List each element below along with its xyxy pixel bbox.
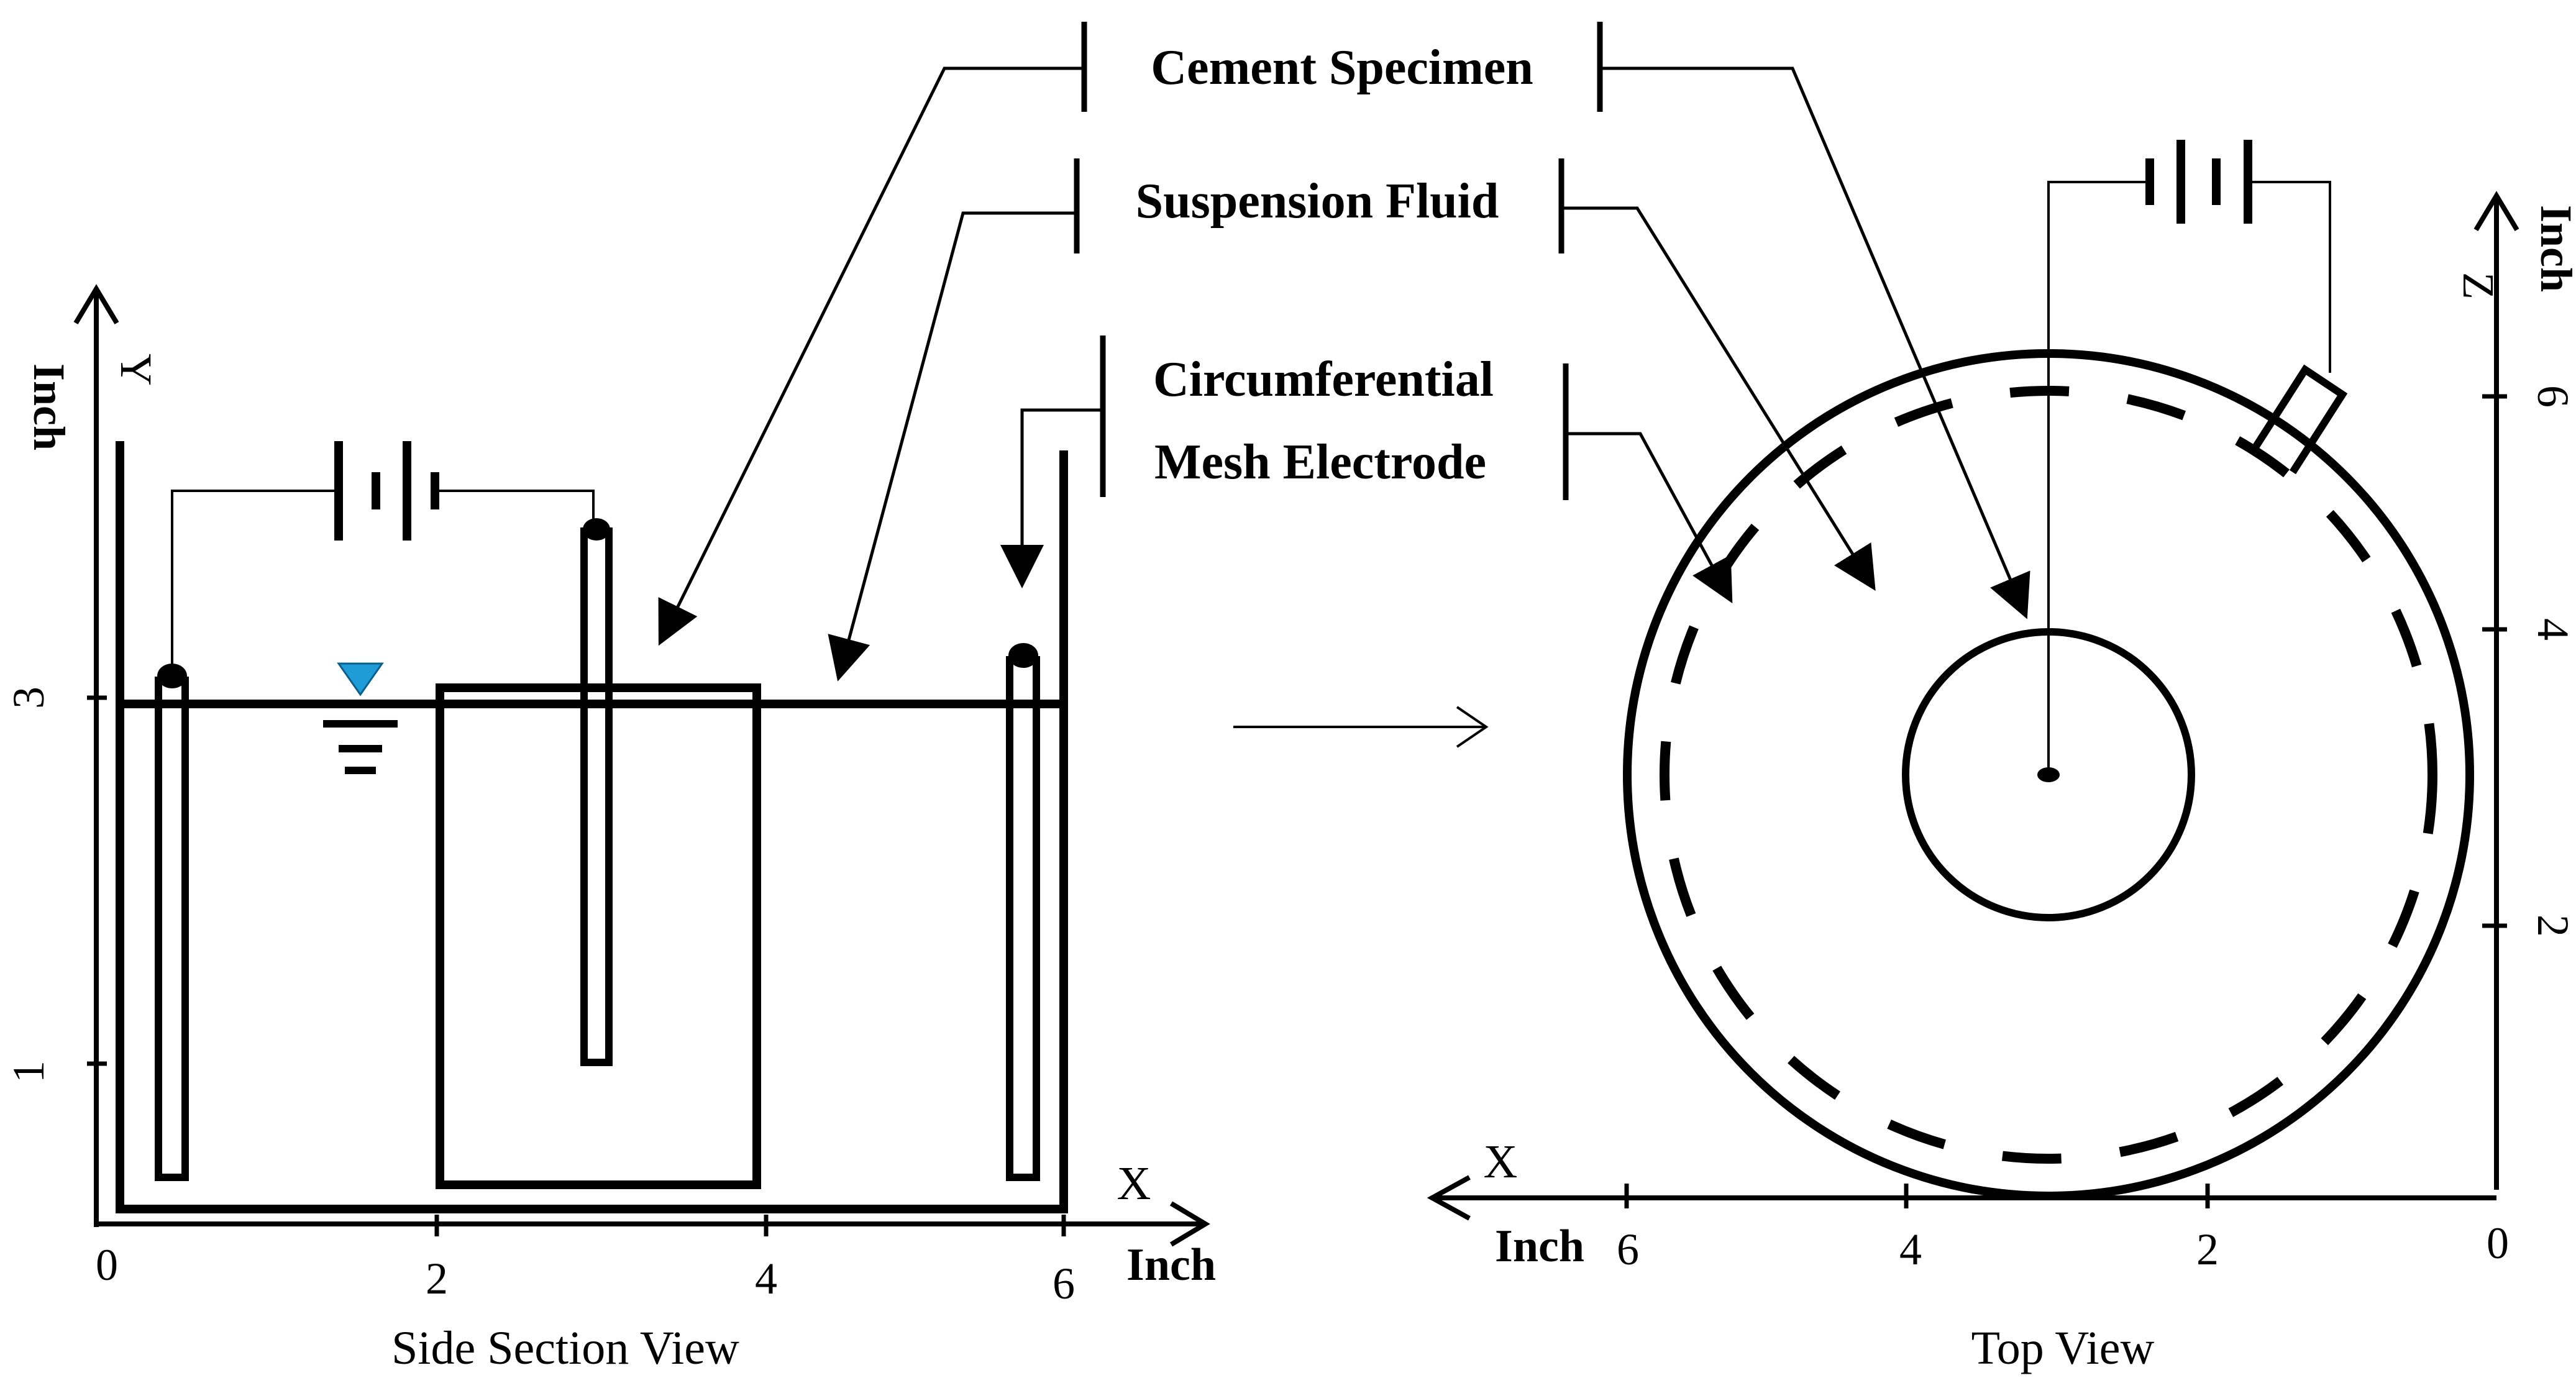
top-x-tick-label-6: 6 [1617,1225,1639,1274]
side-y-tick-label-1: 1 [4,1061,53,1083]
battery-icon [2145,140,2252,224]
top-view-caption: Top View [1971,1322,2155,1374]
cement-leader-line-top [1600,66,2030,619]
mesh-leader-line-side [1000,408,1103,588]
cement-leader-line-side [658,66,1084,646]
side-x-axis-letter: X [1117,1157,1151,1210]
side-y-axis-letter: Y [111,354,161,386]
side-view-x-axis-arrowhead [1169,1201,1210,1247]
top-view-x-axis-arrowhead [1427,1175,1471,1221]
mesh-electrode-label-line2: Mesh Electrode [1154,435,1486,490]
top-z-axis-letter: Z [2454,272,2503,299]
side-section-view: 0 2 4 6 X Inch 3 1 Y Inch [4,284,1216,1374]
top-z-tick-label-6: 6 [2528,385,2576,408]
top-x-tick-label-0: 0 [2487,1218,2509,1268]
side-view-wire-left [171,490,339,673]
side-y-tick-label-3: 3 [4,687,53,709]
side-x-tick-label-0: 0 [96,1240,118,1290]
fluid-leader-line-top [1561,206,1876,591]
top-z-tick-label-4: 4 [2528,618,2576,641]
side-x-tick-label-4: 4 [755,1254,777,1303]
side-x-tick-label-2: 2 [426,1254,448,1303]
side-view-wire-right [435,490,595,519]
side-view-battery-circuit [171,441,595,673]
suspension-fluid-label: Suspension Fluid [1136,174,1499,229]
side-view-center-electrode [580,527,613,1066]
side-x-tick-label-6: 6 [1053,1259,1075,1308]
top-view: 6 4 2 0 X Inch 6 4 2 Z Inch [1427,140,2576,1374]
top-view-z-axis-arrowhead [2473,191,2519,232]
top-view-wire-right [2249,181,2331,373]
top-view-mesh-terminal [2252,364,2348,475]
mesh-electrode-label-line1: Circumferential [1153,352,1494,407]
top-x-tick-label-2: 2 [2196,1225,2219,1274]
side-view-container [116,441,1068,1213]
top-x-unit-label: Inch [1495,1221,1584,1272]
side-view-y-axis-arrowhead [73,284,119,325]
side-view-mesh-electrode-left [155,677,189,1181]
side-view-caption: Side Section View [391,1322,739,1374]
side-view-cement-specimen [436,683,761,1189]
top-z-tick-label-2: 2 [2528,915,2576,937]
view-transition-arrowhead [1456,706,1489,748]
side-view-center-electrode-tip [583,518,610,541]
water-level-icon [323,662,398,774]
battery-icon [334,441,439,541]
side-view-mesh-electrode-left-tip [157,664,187,688]
side-view-mesh-electrode-right [1006,656,1040,1181]
fluid-leader-line-side [828,211,1077,682]
mesh-leader-line-top [1566,432,1733,604]
top-view-center-electrode [2037,767,2060,782]
callout-labels: Cement Specimen Suspension Fluid Circumf… [658,22,2030,748]
side-view-axes [73,284,1210,1247]
top-x-axis-letter: X [1484,1136,1518,1188]
cement-specimen-label: Cement Specimen [1151,40,1533,95]
top-view-wire-left [2047,181,2147,769]
top-x-tick-label-4: 4 [1899,1225,1922,1274]
side-y-unit-label: Inch [24,363,74,450]
top-view-battery-circuit [2047,140,2331,769]
top-z-unit-label: Inch [2531,205,2576,292]
side-x-unit-label: Inch [1126,1239,1216,1290]
side-view-mesh-electrode-right-tip [1008,643,1038,668]
